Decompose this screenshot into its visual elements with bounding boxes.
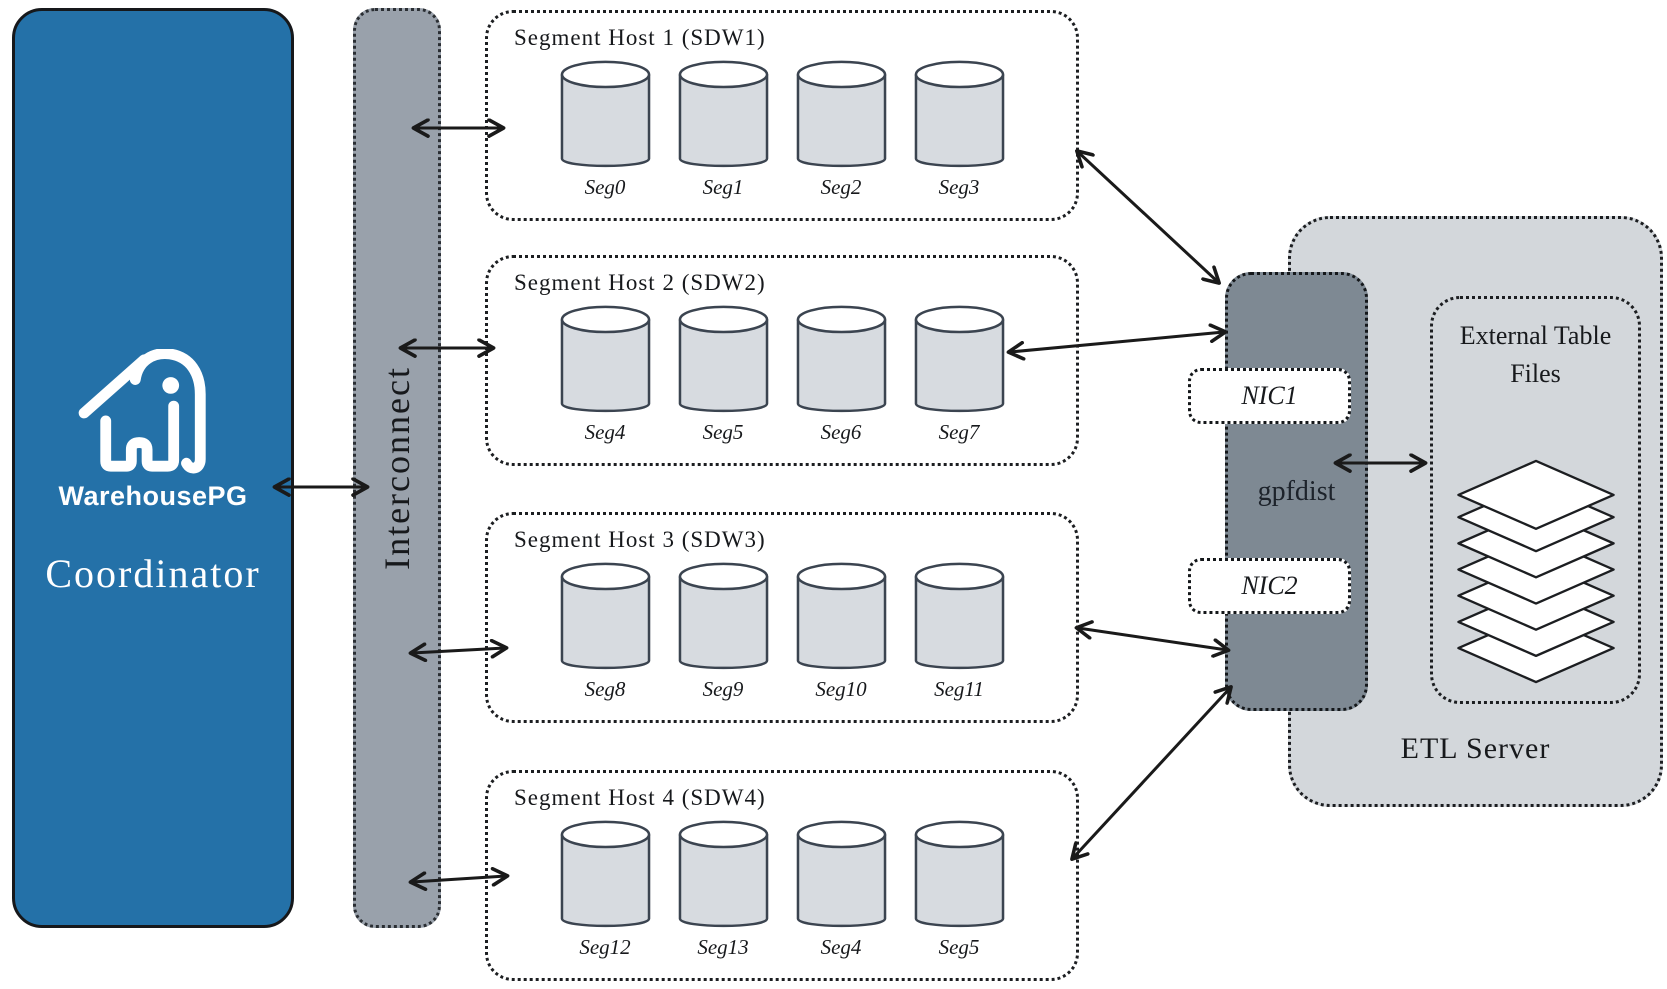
segment-host-4-box: Segment Host 4 (SDW4) Seg12 Seg13 Seg4 S… (485, 770, 1079, 981)
segment-label: Seg2 (820, 175, 862, 199)
segment-label: Seg12 (579, 935, 631, 959)
segment-cylinder: Seg1 (675, 59, 772, 200)
segment-host-1-title: Segment Host 1 (SDW1) (514, 25, 766, 50)
segment-cylinder: Seg12 (557, 819, 654, 960)
segment-label: Seg3 (938, 175, 980, 199)
segment-host-3-box: Segment Host 3 (SDW3) Seg8 Seg9 Seg10 Se… (485, 512, 1079, 723)
segment-cylinder: Seg8 (557, 561, 654, 702)
interconnect-label: Interconnect (377, 366, 417, 570)
stacked-files-icon (1457, 459, 1615, 684)
segment-row: Seg12 Seg13 Seg4 Seg5 (488, 819, 1076, 960)
gpfdist-box: gpfdist (1225, 272, 1368, 711)
segment-row: Seg4 Seg5 Seg6 Seg7 (488, 304, 1076, 445)
segment-cylinder: Seg3 (911, 59, 1008, 200)
external-table-files-label: External Table Files (1459, 321, 1612, 388)
segment-host-4-title: Segment Host 4 (SDW4) (514, 785, 766, 810)
segment-label: Seg1 (702, 175, 744, 199)
segment-label: Seg13 (697, 935, 749, 959)
segment-label: Seg6 (820, 420, 862, 444)
segment-cylinder: Seg0 (557, 59, 654, 200)
interconnect-bar: Interconnect (353, 8, 441, 928)
segment-label: Seg7 (938, 420, 980, 444)
gpfdist-label: gpfdist (1257, 475, 1336, 507)
segment-label: Seg9 (702, 677, 744, 701)
segment-label: Seg11 (934, 677, 984, 701)
arrow-host1-gpfdist (1078, 152, 1218, 282)
external-table-files-box: External Table Files (1430, 296, 1641, 704)
segment-label: Seg5 (938, 935, 980, 959)
segment-host-1-box: Segment Host 1 (SDW1) Seg0 Seg1 Seg2 Seg… (485, 10, 1079, 221)
segment-cylinder: Seg2 (793, 59, 890, 200)
segment-host-3-title: Segment Host 3 (SDW3) (514, 527, 766, 552)
segment-row: Seg0 Seg1 Seg2 Seg3 (488, 59, 1076, 200)
arrow-host4-gpfdist (1073, 688, 1230, 858)
nic1-box: NIC1 (1188, 368, 1351, 424)
segment-cylinder: Seg10 (793, 561, 890, 702)
segment-host-2-box: Segment Host 2 (SDW2) Seg4 Seg5 Seg6 Seg… (485, 255, 1079, 466)
warehousepg-elephant-house-icon (78, 349, 206, 474)
nic2-box: NIC2 (1188, 558, 1351, 614)
segment-label: Seg0 (584, 175, 626, 199)
segment-host-2-title: Segment Host 2 (SDW2) (514, 270, 766, 295)
segment-cylinder: Seg9 (675, 561, 772, 702)
segment-cylinder: Seg11 (911, 561, 1008, 702)
segment-label: Seg5 (702, 420, 744, 444)
segment-cylinder: Seg6 (793, 304, 890, 445)
segment-label: Seg4 (584, 420, 626, 444)
segment-cylinder: Seg13 (675, 819, 772, 960)
segment-label: Seg8 (584, 677, 626, 701)
segment-cylinder: Seg4 (557, 304, 654, 445)
coordinator-box: WarehousePG Coordinator (12, 8, 294, 928)
etl-server-label: ETL Server (1400, 732, 1551, 765)
arrow-host3-gpfdist (1078, 628, 1227, 650)
segment-label: Seg10 (815, 677, 867, 701)
brand-wordmark: WarehousePG (58, 481, 248, 511)
segment-cylinder: Seg5 (911, 819, 1008, 960)
segment-cylinder: Seg5 (675, 304, 772, 445)
segment-cylinder: Seg7 (911, 304, 1008, 445)
coordinator-label: Coordinator (45, 551, 261, 596)
segment-cylinder: Seg4 (793, 819, 890, 960)
segment-label: Seg4 (820, 935, 862, 959)
coordinator-content: WarehousePG Coordinator (15, 349, 291, 597)
segment-row: Seg8 Seg9 Seg10 Seg11 (488, 561, 1076, 702)
